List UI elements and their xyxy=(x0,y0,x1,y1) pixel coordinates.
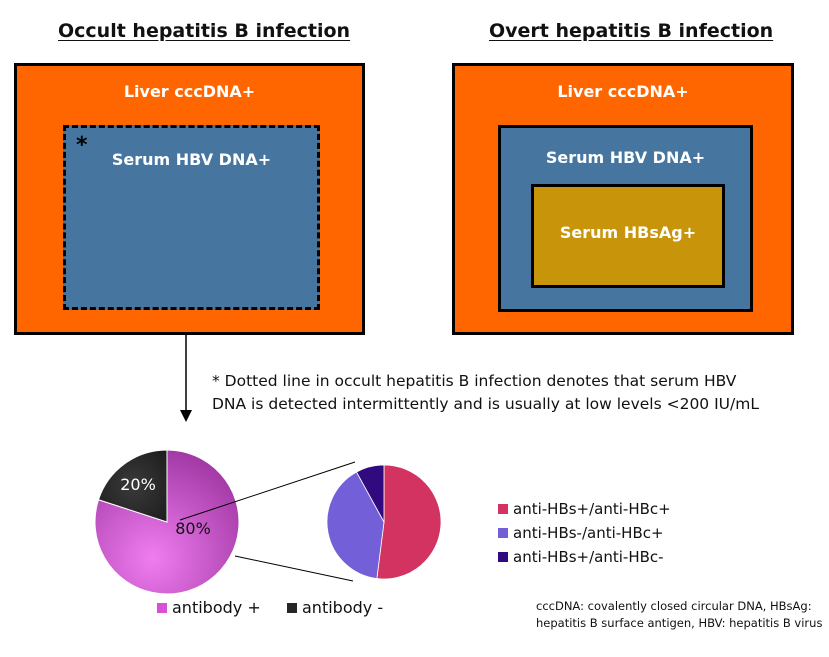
legend-swatch-antibody-minus xyxy=(287,602,297,613)
occult-heading: Occult hepatitis B infection xyxy=(58,20,351,42)
pie-slice-antibody-minus xyxy=(97,449,168,523)
connector-line-top xyxy=(179,461,356,521)
occult-liver-label: Liver cccDNA+ xyxy=(123,82,256,101)
legend-hbs-plus-hbc-plus: anti-HBs+/anti-HBc+ xyxy=(498,500,671,518)
down-arrow-head xyxy=(180,410,192,422)
pie-slice-hbs-plus-hbc-minus xyxy=(355,464,385,523)
overt-liver-label: Liver cccDNA+ xyxy=(557,82,689,101)
connector-line-bottom xyxy=(234,555,354,582)
legend-label-hbs-plus-hbc-plus: anti-HBs+/anti-HBc+ xyxy=(513,500,671,518)
legend-swatch-hbs-plus-hbc-minus xyxy=(498,552,508,562)
legend-antibody-plus: antibody + xyxy=(157,598,261,617)
pie-slice-hbs-minus-hbc-plus xyxy=(326,471,385,579)
footnote-line-2: hepatitis B surface antigen, HBV: hepati… xyxy=(536,616,823,630)
overt-hbsag-box: Serum HBsAg+ xyxy=(531,184,725,288)
overt-serum-dna-label: Serum HBV DNA+ xyxy=(545,148,706,167)
overt-hbsag-label: Serum HBsAg+ xyxy=(559,223,697,242)
overt-liver-box: Liver cccDNA+ Serum HBV DNA+ Serum HBsAg… xyxy=(452,63,794,335)
down-arrow xyxy=(180,334,192,422)
footnote-line-1: cccDNA: covalently closed circular DNA, … xyxy=(536,599,812,613)
legend-label-antibody-minus: antibody - xyxy=(302,598,384,617)
occult-serum-dna-label: Serum HBV DNA+ xyxy=(111,150,272,169)
pie-slice-hbs-plus-hbc-plus xyxy=(376,464,442,580)
occult-asterisk: * xyxy=(76,133,88,158)
overt-serum-dna-box: Serum HBV DNA+ Serum HBsAg+ xyxy=(498,125,753,312)
pie-label-antibody-minus: 20% xyxy=(120,475,156,494)
legend-swatch-hbs-minus-hbc-plus xyxy=(498,528,508,538)
legend-label-hbs-minus-hbc-plus: anti-HBs-/anti-HBc+ xyxy=(513,524,664,542)
note-line-1: * Dotted line in occult hepatitis B infe… xyxy=(212,372,737,390)
occult-liver-box: Liver cccDNA+ * Serum HBV DNA+ xyxy=(14,63,365,335)
legend-label-hbs-plus-hbc-minus: anti-HBs+/anti-HBc- xyxy=(513,548,664,566)
pie-label-antibody-plus: 80% xyxy=(175,519,211,538)
legend-hbs-minus-hbc-plus: anti-HBs-/anti-HBc+ xyxy=(498,524,664,542)
legend-hbs-plus-hbc-minus: anti-HBs+/anti-HBc- xyxy=(498,548,664,566)
legend-label-antibody-plus: antibody + xyxy=(172,598,261,617)
overt-heading: Overt hepatitis B infection xyxy=(489,20,774,42)
pie-slice-antibody-plus xyxy=(94,449,240,595)
note-line-2: DNA is detected intermittently and is us… xyxy=(212,395,759,413)
legend-swatch-antibody-plus xyxy=(157,602,167,613)
occult-serum-dna-box: * Serum HBV DNA+ xyxy=(63,125,320,310)
legend-antibody-minus: antibody - xyxy=(287,598,383,617)
legend-swatch-hbs-plus-hbc-plus xyxy=(498,504,508,514)
